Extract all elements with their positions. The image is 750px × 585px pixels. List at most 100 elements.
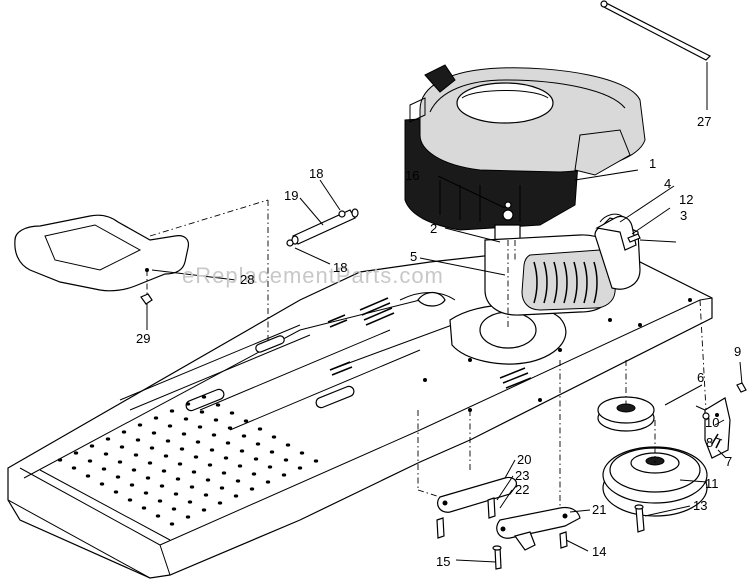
floor-hole xyxy=(115,475,121,479)
floor-hole xyxy=(281,473,287,477)
floor-hole xyxy=(223,456,229,460)
floor-hole xyxy=(85,474,91,478)
floor-hole xyxy=(283,458,289,462)
floor-hole xyxy=(101,467,107,471)
floor-hole xyxy=(143,491,149,495)
callout-18-top: 18 xyxy=(309,166,323,181)
callout-23: 23 xyxy=(515,468,529,483)
floor-hole xyxy=(285,443,291,447)
floor-hole xyxy=(191,470,197,474)
callout-5: 5 xyxy=(410,249,417,264)
callout-2: 2 xyxy=(430,221,437,236)
callout-11: 11 xyxy=(705,476,719,491)
floor-hole xyxy=(141,506,147,510)
floor-hole xyxy=(113,490,119,494)
floor-hole xyxy=(201,508,207,512)
callout-15: 15 xyxy=(436,554,450,569)
floor-hole xyxy=(121,430,127,434)
callout-14: 14 xyxy=(592,544,606,559)
floor-hole xyxy=(255,442,261,446)
floor-hole xyxy=(213,418,219,422)
floor-hole xyxy=(235,479,241,483)
floor-hole xyxy=(185,402,191,406)
floor-hole xyxy=(197,425,203,429)
clutch-bracket xyxy=(695,397,731,459)
muffler-fin xyxy=(553,261,558,304)
callout-9: 9 xyxy=(734,344,741,359)
floor-hole xyxy=(173,492,179,496)
floor-hole xyxy=(243,419,249,423)
callout-29: 29 xyxy=(136,331,150,346)
muffler-fin xyxy=(583,261,588,304)
floor-hole xyxy=(71,466,77,470)
callout-13: 13 xyxy=(693,498,707,513)
floor-hole xyxy=(203,493,209,497)
floor-hole xyxy=(161,469,167,473)
floor-hole xyxy=(199,410,205,414)
floor-hole xyxy=(149,446,155,450)
muffler-fins xyxy=(533,261,598,304)
callout-6: 6 xyxy=(697,370,704,385)
floor-hole xyxy=(221,471,227,475)
floor-hole xyxy=(209,448,215,452)
callout-12: 12 xyxy=(679,192,693,207)
floor-hole xyxy=(189,485,195,489)
floor-hole xyxy=(257,427,263,431)
floor-hole xyxy=(175,477,181,481)
floor-hole xyxy=(229,411,235,415)
floor-hole xyxy=(57,458,63,462)
floor-hole xyxy=(129,483,135,487)
floor-hole xyxy=(237,464,243,468)
floor-hole xyxy=(299,451,305,455)
floor-hole xyxy=(131,468,137,472)
floor-hole xyxy=(171,507,177,511)
floor-hole xyxy=(193,455,199,459)
floor-hole xyxy=(227,426,233,430)
callout-16: 16 xyxy=(405,168,419,183)
callout-8: 8 xyxy=(706,435,713,450)
callout-7: 7 xyxy=(725,454,732,469)
floor-hole xyxy=(177,462,183,466)
chassis-frame xyxy=(7,251,713,579)
floor-hole xyxy=(211,433,217,437)
floor-hole xyxy=(89,444,95,448)
floor-hole xyxy=(167,424,173,428)
floor-hole xyxy=(169,409,175,413)
floor-hole xyxy=(159,484,165,488)
floor-hole xyxy=(267,465,273,469)
floor-hole xyxy=(165,439,171,443)
muffler-fin xyxy=(543,261,548,304)
floor-hole xyxy=(271,435,277,439)
floor-hole xyxy=(153,416,159,420)
floor-hole xyxy=(99,482,105,486)
callout-20: 20 xyxy=(517,452,531,467)
callout-28: 28 xyxy=(240,272,254,287)
floor-hole xyxy=(183,417,189,421)
floor-hole xyxy=(119,445,125,449)
floor-hole xyxy=(127,498,133,502)
floor-hole xyxy=(265,480,271,484)
floor-hole xyxy=(179,447,185,451)
floor-hole xyxy=(205,478,211,482)
floor-hole xyxy=(135,438,141,442)
floor-holes xyxy=(57,395,319,526)
callout-27: 27 xyxy=(697,114,711,129)
floor-hole xyxy=(151,431,157,435)
mount-bracket-20 xyxy=(437,476,517,513)
floor-hole xyxy=(251,472,257,476)
floor-hole xyxy=(145,476,151,480)
callout-21: 21 xyxy=(592,502,606,517)
floor-hole xyxy=(217,501,223,505)
floor-hole xyxy=(233,494,239,498)
exhaust-pipe xyxy=(595,213,637,251)
floor-hole xyxy=(195,440,201,444)
floor-hole xyxy=(207,463,213,467)
spacer-rod xyxy=(291,208,359,245)
callout-1: 1 xyxy=(649,156,656,171)
muffler-fin xyxy=(533,261,538,304)
callout-labels: 1 2 3 4 5 6 7 8 9 10 11 12 13 14 15 16 1… xyxy=(136,114,741,569)
louvres xyxy=(327,297,532,389)
floor-hole xyxy=(105,437,111,441)
floor-hole xyxy=(313,459,319,463)
